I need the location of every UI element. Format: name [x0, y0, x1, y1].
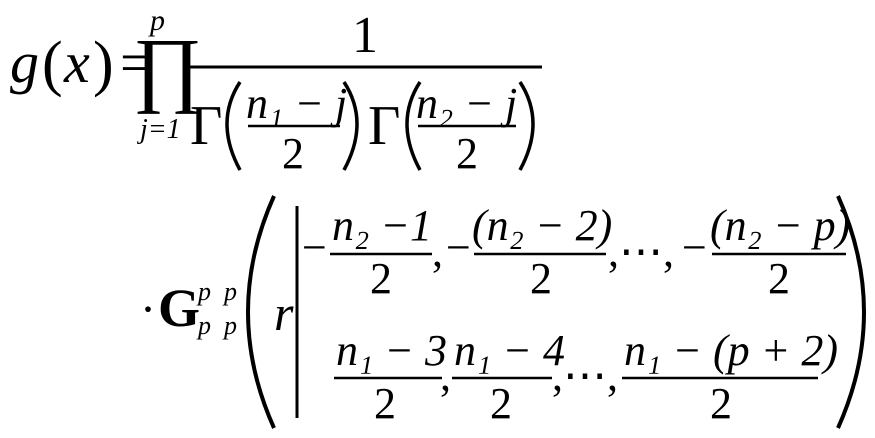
top-param-1-denominator: 2 — [370, 254, 392, 303]
bottom-param-row: n₁ − 3 2 , n₁ − 4 2 ,⋯, n₁ − (p + 2) 2 — [334, 326, 838, 428]
gamma-symbol-2: Γ — [368, 95, 400, 157]
gamma2-numerator: n₂ − j — [416, 79, 517, 128]
top-param-3-sign: − — [682, 223, 707, 272]
gamma1-denominator: 2 — [282, 129, 304, 178]
bottom-param-2-separator: ,⋯, — [552, 351, 618, 400]
meijer-argument: r — [274, 285, 294, 341]
top-param-1-sign: − — [302, 223, 327, 272]
top-param-3-numerator: (n₂ − p) — [710, 201, 850, 250]
product-upper-limit: p — [148, 4, 165, 37]
top-param-3-denominator: 2 — [768, 254, 790, 303]
equals-sign: = — [120, 30, 153, 95]
multiplication-dot: · — [140, 283, 156, 336]
gamma1-numerator: n₁ − j — [246, 79, 347, 128]
lhs-variable: x — [63, 30, 90, 95]
gamma-symbol-1: Γ — [190, 95, 222, 157]
meijer-superscript: p p — [196, 277, 237, 306]
lhs-paren-open: ( — [42, 30, 63, 98]
bottom-param-1-numerator: n₁ − 3 — [336, 326, 447, 375]
bottom-param-3-numerator: n₁ − (p + 2) — [624, 326, 838, 375]
top-param-1-separator: , — [432, 227, 443, 276]
bottom-param-1-separator: , — [440, 351, 451, 400]
top-param-2-numerator: (n₂ − 2) — [472, 201, 612, 250]
meijer-subscript: p p — [196, 311, 237, 340]
meijer-g-symbol: G — [158, 278, 200, 338]
big-paren-close — [836, 195, 866, 429]
top-param-1-numerator: n₂ −1 — [332, 201, 432, 250]
top-param-2-denominator: 2 — [530, 254, 552, 303]
lhs-function: g — [10, 30, 39, 95]
bottom-param-2-denominator: 2 — [490, 379, 512, 428]
gamma1-paren-open — [225, 81, 242, 171]
top-param-2-separator: ,⋯, — [608, 227, 674, 276]
bottom-param-1-denominator: 2 — [374, 379, 396, 428]
gamma2-paren-close — [518, 81, 535, 171]
top-param-row: − n₂ −1 2 , − (n₂ − 2) 2 ,⋯, − (n₂ − p) … — [302, 201, 850, 303]
gamma2-paren-open — [405, 81, 422, 171]
lhs-paren-close: ) — [93, 30, 114, 98]
bottom-param-2-numerator: n₁ − 4 — [454, 326, 565, 375]
bottom-param-3-denominator: 2 — [710, 379, 732, 428]
big-paren-open — [246, 195, 276, 429]
gamma2-denominator: 2 — [456, 129, 478, 178]
product-lower-limit: j=1 — [137, 114, 181, 145]
fraction-numerator: 1 — [352, 7, 378, 64]
top-param-2-sign: − — [446, 223, 471, 272]
gamma1-paren-close — [342, 81, 359, 171]
